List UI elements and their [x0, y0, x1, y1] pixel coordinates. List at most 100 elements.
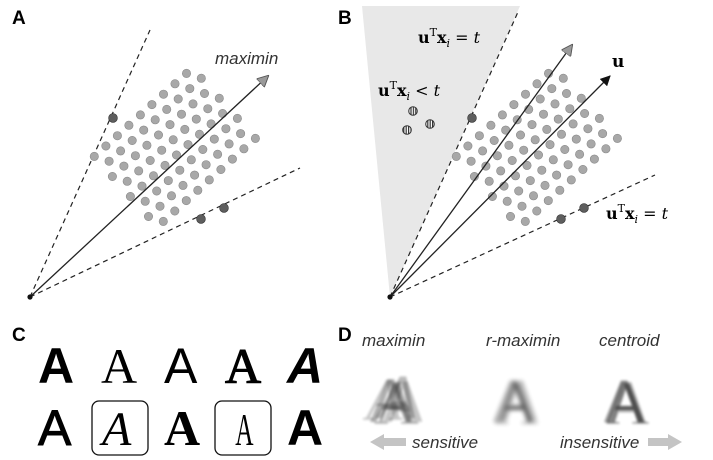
- data-point: [160, 160, 170, 170]
- r-maximin-prototype: A A A: [493, 368, 539, 437]
- outlier-point: [408, 106, 418, 116]
- data-point: [528, 191, 538, 201]
- svg-text:A: A: [370, 367, 412, 436]
- data-point: [558, 73, 568, 83]
- data-point: [478, 146, 488, 156]
- column-label-maximin: maximin: [362, 331, 425, 350]
- data-point: [125, 192, 135, 202]
- data-point: [170, 206, 180, 216]
- data-point: [198, 145, 208, 155]
- data-point: [201, 160, 211, 170]
- data-point: [116, 146, 126, 156]
- point-cloud-b: [451, 68, 622, 226]
- panel-c: C A A A A A A A A A A: [12, 325, 323, 456]
- data-point: [525, 176, 535, 186]
- data-point: [532, 206, 542, 216]
- data-point: [232, 113, 242, 123]
- data-point: [181, 196, 191, 206]
- constraint-top-label: uTxi = t: [418, 26, 481, 50]
- data-point: [130, 151, 140, 161]
- data-point: [224, 139, 234, 149]
- data-point: [563, 160, 573, 170]
- data-point: [168, 135, 178, 145]
- data-point: [520, 216, 530, 226]
- data-point: [555, 185, 565, 195]
- svg-text:A: A: [493, 368, 533, 435]
- point-cloud-a: [89, 68, 260, 226]
- data-point: [553, 114, 563, 124]
- glyph-a-heavy: A: [287, 400, 323, 456]
- support-point: [108, 113, 118, 123]
- panel-b: B uTxi = t uTxi < t uTxi = t u: [338, 6, 669, 300]
- data-point: [489, 136, 499, 146]
- data-point: [213, 149, 223, 159]
- data-point: [484, 176, 494, 186]
- data-point: [158, 216, 168, 226]
- data-point: [135, 110, 145, 120]
- insensitive-arrow-icon: [648, 434, 682, 450]
- data-point: [568, 119, 578, 129]
- data-point: [149, 171, 159, 181]
- data-point: [463, 141, 473, 151]
- data-point: [487, 192, 497, 202]
- data-point: [510, 171, 520, 181]
- data-point: [89, 151, 99, 161]
- glyph-a-thin: A: [38, 400, 72, 456]
- data-point: [140, 196, 150, 206]
- data-point: [537, 165, 547, 175]
- data-point: [142, 140, 152, 150]
- data-point: [548, 155, 558, 165]
- glyph-a-condensed: A: [235, 405, 253, 456]
- data-point: [182, 68, 192, 78]
- data-point: [571, 134, 581, 144]
- data-point: [157, 145, 167, 155]
- data-point: [196, 73, 206, 83]
- shaded-region: [362, 6, 520, 297]
- glyph-a-outline: A: [225, 338, 261, 394]
- svg-text:A: A: [497, 369, 539, 434]
- data-point: [492, 151, 502, 161]
- data-point: [451, 151, 461, 161]
- svg-text:A: A: [604, 368, 644, 435]
- data-point: [517, 201, 527, 211]
- data-point: [583, 124, 593, 134]
- glyph-frame: [214, 400, 272, 456]
- data-point: [561, 89, 571, 99]
- data-point: [163, 176, 173, 186]
- glyph-a-serif: A: [101, 338, 137, 394]
- data-point: [204, 175, 214, 185]
- data-point: [594, 113, 604, 123]
- svg-text:A: A: [362, 367, 403, 433]
- data-point: [145, 156, 155, 166]
- data-point: [515, 130, 525, 140]
- data-point: [514, 186, 524, 196]
- data-point: [175, 165, 185, 175]
- data-point: [203, 104, 213, 114]
- maximin-prototype: A A A A A: [362, 364, 424, 438]
- data-point: [502, 196, 512, 206]
- data-point: [139, 125, 149, 135]
- origin-point-a: [27, 294, 33, 300]
- data-point: [127, 136, 137, 146]
- data-point: [170, 79, 180, 89]
- data-point: [137, 181, 147, 191]
- u-arrow: [389, 75, 611, 298]
- data-point: [250, 133, 260, 143]
- centroid-prototype: A A A: [604, 368, 649, 437]
- data-point: [543, 196, 553, 206]
- constraint-bottom-label: uTxi = t: [606, 202, 669, 226]
- data-point: [221, 124, 231, 134]
- data-point: [147, 100, 157, 110]
- maximin-arrow-b: [389, 45, 572, 298]
- data-point: [519, 145, 529, 155]
- glyph-a-bold-sans: A: [38, 338, 74, 394]
- sensitive-label: sensitive: [412, 433, 478, 452]
- support-point: [196, 214, 206, 224]
- data-point: [466, 156, 476, 166]
- data-point: [104, 156, 114, 166]
- data-point: [565, 104, 575, 114]
- glyph-a-script: A: [99, 403, 132, 456]
- data-point: [507, 156, 517, 166]
- data-point: [134, 166, 144, 176]
- panel-b-label: B: [338, 8, 352, 29]
